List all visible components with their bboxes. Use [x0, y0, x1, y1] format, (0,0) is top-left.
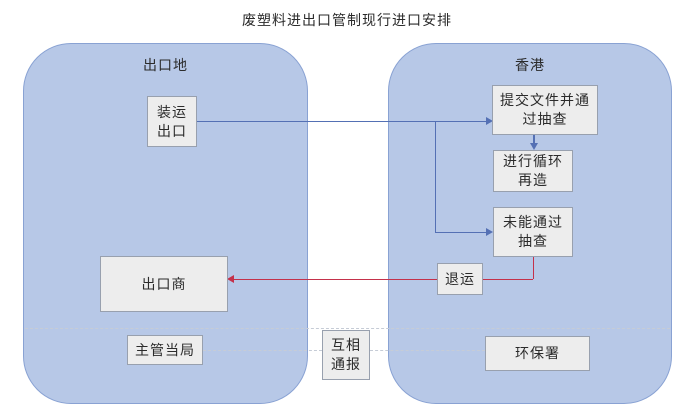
node-submit-docs-line1: 提交文件并通	[500, 92, 590, 108]
node-competent-authority-label: 主管当局	[135, 341, 195, 358]
node-epd-label: 环保署	[515, 345, 560, 361]
node-mutual-notification-line1: 互相	[331, 337, 361, 353]
node-mutual-notification-line2: 通报	[331, 356, 361, 372]
flow-line-branch-to-fail	[435, 231, 488, 233]
node-competent-authority: 主管当局	[127, 335, 203, 365]
node-exporter-label: 出口商	[141, 275, 187, 292]
node-recycle: 进行循环 再造	[493, 150, 573, 192]
node-ship-export: 装运 出口	[147, 96, 197, 147]
flow-line-fail-down	[532, 257, 534, 279]
flow-line-return-to-exporter	[234, 278, 437, 280]
arrowhead-into-fail-icon	[486, 228, 493, 236]
diagram-title: 废塑料进出口管制现行进口安排	[242, 12, 452, 28]
flow-line-submit-to-recycle	[533, 135, 535, 145]
node-epd: 环保署	[485, 336, 590, 371]
node-submit-docs: 提交文件并通 过抽查	[492, 85, 598, 135]
node-recycle-line1: 进行循环	[503, 153, 563, 169]
node-return-shipment: 退运	[437, 263, 483, 295]
region-hongkong-label: 香港	[515, 57, 545, 73]
dashed-line-notify-to-epd	[370, 350, 485, 351]
node-exporter: 出口商	[100, 256, 228, 312]
dashed-separator-line	[25, 328, 670, 329]
node-return-shipment-label: 退运	[445, 270, 475, 287]
flow-line-ship-to-submit	[196, 120, 488, 122]
arrowhead-into-exporter-icon	[227, 274, 234, 283]
node-ship-export-line1: 装运	[157, 103, 187, 120]
node-fail-check-line1: 未能通过	[503, 214, 563, 230]
flow-line-fail-to-return	[483, 278, 533, 280]
node-submit-docs-line2: 过抽查	[522, 111, 568, 127]
arrowhead-into-submit-icon	[486, 117, 493, 125]
flow-line-branch-down	[434, 121, 436, 232]
node-fail-check: 未能通过 抽查	[493, 207, 573, 257]
node-fail-check-line2: 抽查	[518, 233, 548, 249]
dashed-line-authority-to-notify	[203, 350, 322, 351]
arrowhead-into-recycle-icon	[529, 143, 538, 150]
node-mutual-notification: 互相 通报	[322, 330, 370, 380]
node-ship-export-line2: 出口	[157, 122, 187, 139]
region-export-origin-label: 出口地	[143, 57, 188, 73]
node-recycle-line2: 再造	[518, 172, 548, 188]
